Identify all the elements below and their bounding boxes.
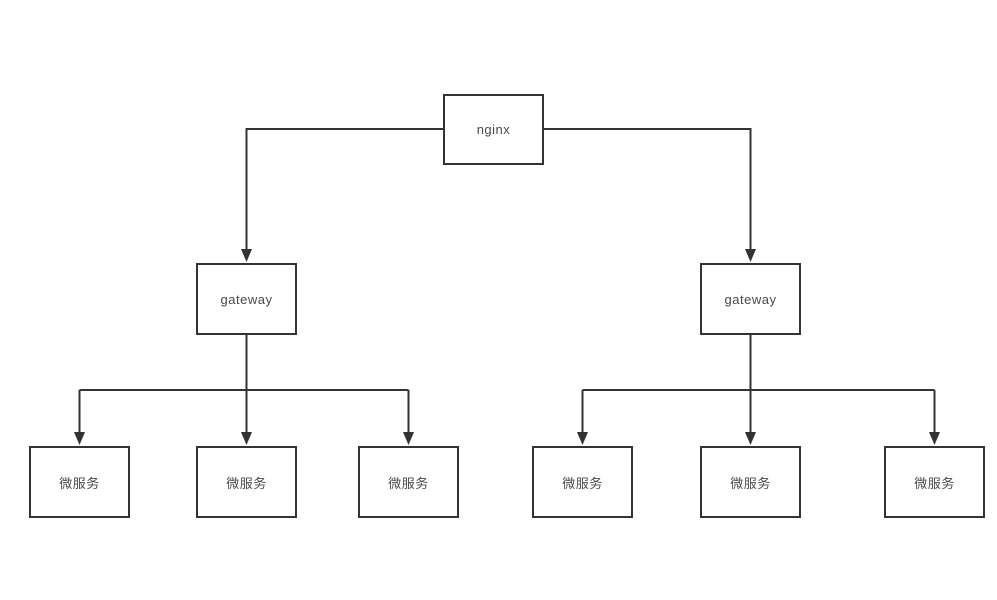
node-gateway-left: gateway xyxy=(196,263,297,335)
node-label: nginx xyxy=(476,122,511,137)
edge-gateway-right-ms6 xyxy=(929,390,940,445)
node-label: 微服务 xyxy=(388,475,429,491)
node-label: 微服务 xyxy=(730,475,771,491)
node-microservice-3: 微服务 xyxy=(358,446,459,518)
node-nginx: nginx xyxy=(443,94,544,165)
node-label: 微服务 xyxy=(914,475,955,491)
edge-gateway-left-ms3 xyxy=(403,390,414,445)
node-label: 微服务 xyxy=(562,475,603,491)
edge-gateway-right-ms5 xyxy=(745,390,756,445)
node-microservice-1: 微服务 xyxy=(29,446,130,518)
edge-gateway-right-rail xyxy=(582,334,935,391)
edge-gateway-left-ms2 xyxy=(241,390,252,445)
edge-nginx-gateway-right xyxy=(544,128,756,262)
node-microservice-2: 微服务 xyxy=(196,446,297,518)
edge-gateway-left-rail xyxy=(79,334,409,391)
node-label: 微服务 xyxy=(59,475,100,491)
node-label: gateway xyxy=(220,291,273,307)
node-label: gateway xyxy=(724,291,777,307)
node-label: 微服务 xyxy=(226,475,267,491)
edge-gateway-left-ms1 xyxy=(74,390,85,445)
node-microservice-4: 微服务 xyxy=(532,446,633,518)
node-microservice-5: 微服务 xyxy=(700,446,801,518)
node-gateway-right: gateway xyxy=(700,263,801,335)
edge-nginx-gateway-left xyxy=(241,128,443,262)
node-microservice-6: 微服务 xyxy=(884,446,985,518)
edge-gateway-right-ms4 xyxy=(577,390,588,445)
